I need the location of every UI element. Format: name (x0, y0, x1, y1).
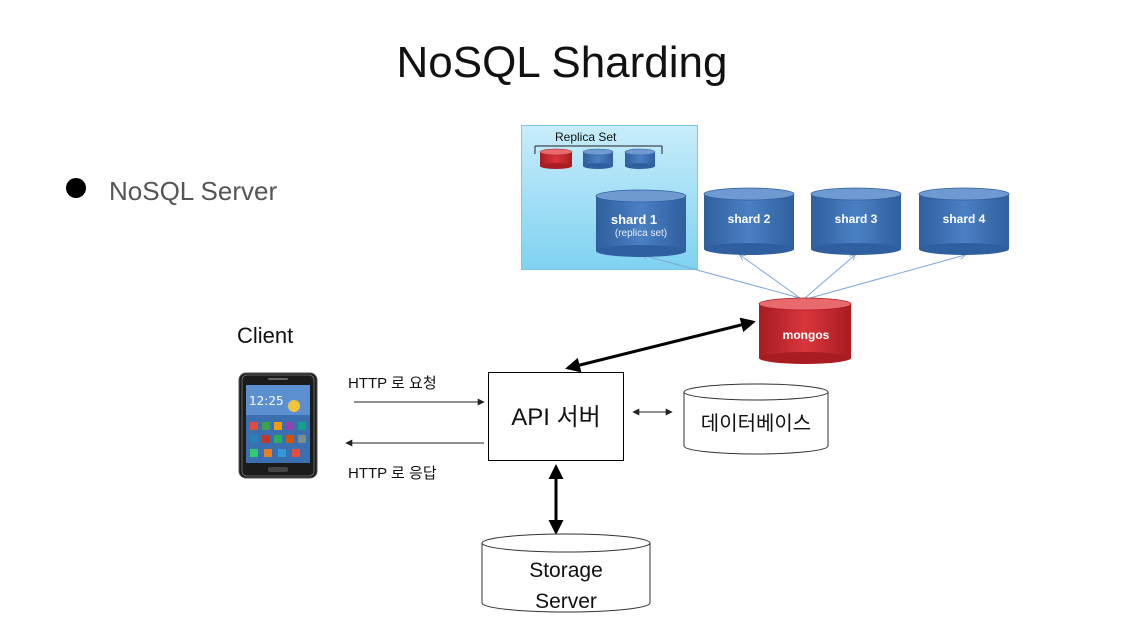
page-title: NoSQL Sharding (396, 38, 728, 87)
shard-1-label: shard 1 (611, 212, 657, 227)
database-cylinder-icon (683, 383, 829, 455)
storage-label-line1: Storage (529, 559, 603, 582)
shard-4-label: shard 4 (943, 212, 986, 226)
replica-primary-cylinder-icon (539, 148, 573, 169)
http-request-label: HTTP 로 요청 (348, 375, 437, 392)
api-server-box (488, 372, 624, 461)
phone-clock: 12:25 (249, 394, 284, 408)
replica-set-label: Replica Set (555, 130, 617, 144)
mongos-cylinder-icon (758, 297, 852, 364)
shard-4-cylinder-icon (918, 187, 1010, 255)
shard-2-cylinder-icon (703, 187, 795, 255)
shard-connections (642, 255, 965, 299)
storage-cylinder-icon (481, 533, 651, 613)
api-server-label: API 서버 (511, 404, 601, 431)
shard-1-cylinder-icon (595, 189, 687, 257)
shard-3-cylinder-icon (810, 187, 902, 255)
replica-secondary-cylinder-icon (582, 148, 614, 169)
shard-3-label: shard 3 (835, 212, 878, 226)
shard-2-label: shard 2 (728, 212, 771, 226)
client-label: Client (237, 323, 294, 348)
smartphone-icon: 12:25 (238, 372, 318, 479)
mongos-label: mongos (783, 328, 830, 342)
api-mongos-arrow (565, 317, 756, 373)
replica-bracket (534, 145, 663, 154)
bullet-text: NoSQL Server (109, 176, 278, 206)
database-label: 데이터베이스 (701, 411, 811, 435)
storage-label-line2: Server (535, 590, 597, 613)
http-response-label: HTTP 로 응답 (348, 465, 437, 482)
replica-secondary-cylinder-icon (624, 148, 656, 169)
shard-1-note: (replica set) (615, 228, 667, 239)
bullet-dot-icon (66, 178, 86, 198)
